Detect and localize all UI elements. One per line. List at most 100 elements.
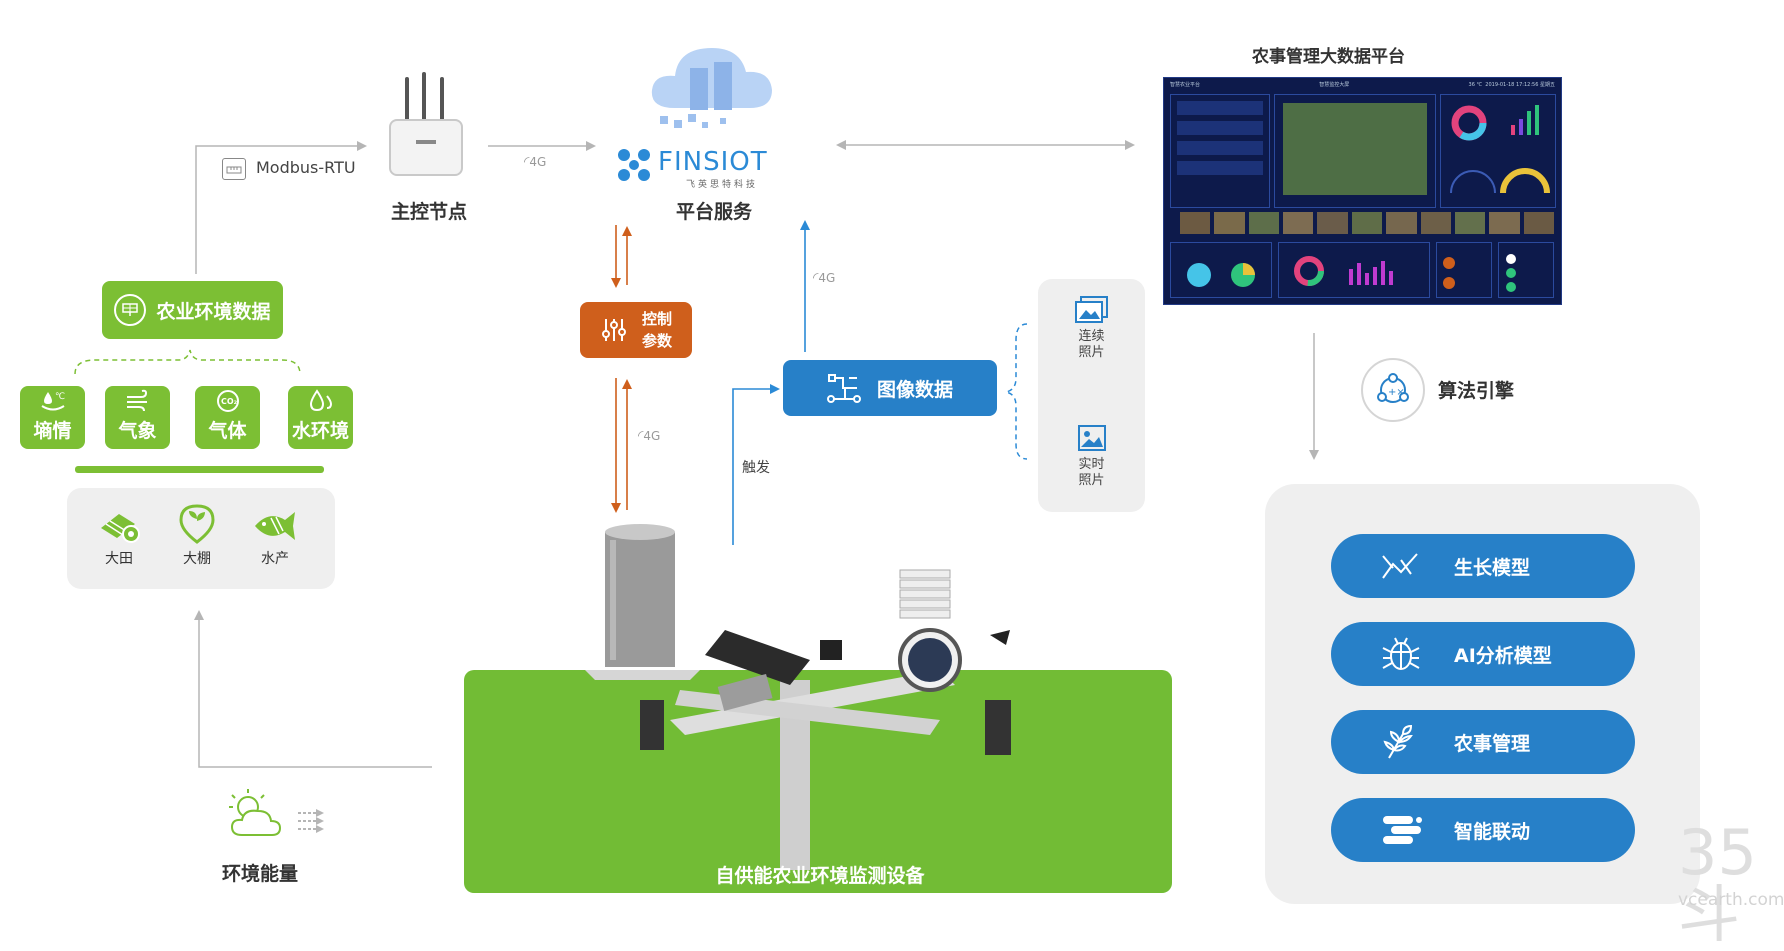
agri-data-title: 农业环境数据: [156, 300, 271, 323]
platform-label: 平台服务: [676, 201, 753, 223]
photo-realtime[interactable]: 实时照片: [1038, 423, 1145, 489]
trigger-label: 触发: [742, 460, 770, 476]
category-label: 气象: [118, 420, 157, 442]
arrow-agri-to-node: [195, 141, 367, 274]
leaf-sprout-icon: [1383, 724, 1413, 759]
svg-text:CO₂: CO₂: [221, 397, 238, 406]
modbus-port-icon: [222, 158, 246, 180]
photo-label: 照片: [1078, 345, 1105, 360]
model-linkage[interactable]: 智能联动: [1331, 798, 1635, 862]
device-label: 自供能农业环境监测设备: [715, 865, 925, 887]
signal-4g-top: ◜4G: [524, 154, 547, 170]
dashboard-screenshot: 智慧农业平台 智慧监控大屏 36 ℃ 2019-01-18 17:12:56 星…: [1163, 77, 1562, 305]
scene-label: 大田: [105, 551, 133, 567]
scene-greenhouse[interactable]: 大棚: [167, 504, 227, 568]
greenhouse-icon: [179, 504, 215, 544]
scenes-panel: 大田 大棚 水产: [67, 488, 335, 589]
models-panel: 生长模型 AI分析模型 农事管理 智能联动: [1265, 484, 1700, 904]
wind-icon: [105, 386, 170, 416]
linkage-icon: [1383, 816, 1422, 844]
photos-brace: [1005, 323, 1028, 460]
scene-label: 大棚: [183, 551, 211, 567]
modbus-label: Modbus-RTU: [256, 158, 356, 177]
signal-label: 4G: [529, 155, 547, 169]
agri-brace: [74, 349, 301, 375]
photo-continuous[interactable]: 连续照片: [1038, 295, 1145, 361]
trend-line-icon: [1382, 553, 1418, 579]
svg-text:℃: ℃: [55, 392, 65, 402]
model-farming[interactable]: 农事管理: [1331, 710, 1635, 774]
category-label: 水环境: [291, 420, 349, 442]
scene-field[interactable]: 大田: [89, 504, 149, 568]
solar-panel-icon: [114, 294, 147, 326]
control-params-button[interactable]: 控制 参数: [580, 302, 692, 358]
fish-icon: [255, 512, 295, 540]
gallery-icon: [1074, 296, 1108, 323]
category-label: 气体: [208, 420, 247, 442]
dash-header-right: 2019-01-18 17:12:56 星期五: [1485, 81, 1555, 88]
algo-label: 算法引擎: [1438, 380, 1515, 402]
bug-icon: [1382, 637, 1420, 670]
category-label: 墒情: [33, 420, 72, 442]
dash-bottom-panels: [1170, 242, 1554, 298]
signal-4g-image: ◜4G: [813, 270, 836, 286]
model-ai[interactable]: AI分析模型: [1331, 622, 1635, 686]
signal-4g-device: ◜4G: [638, 428, 661, 444]
category-weather[interactable]: 气象: [105, 386, 170, 449]
cloud-server-image: [640, 28, 785, 138]
algo-engine-icon: +×: [1361, 358, 1425, 422]
image-data-label: 图像数据: [876, 378, 953, 401]
soil-moisture-icon: ℃: [20, 386, 85, 416]
finsiot-logo: FINSIOT 飞英思特科技: [614, 145, 804, 190]
photo-label: 连续: [1078, 329, 1105, 344]
connector-layer: [74, 140, 1319, 768]
category-soil[interactable]: ℃ 墒情: [20, 386, 85, 449]
gateway-device-image: [378, 72, 478, 182]
watermark-logo: 35斗: [1678, 816, 1757, 951]
category-water[interactable]: 水环境: [288, 386, 353, 449]
bigdata-title: 农事管理大数据平台: [1252, 47, 1405, 67]
arrow-device-to-image: [732, 384, 780, 545]
dash-video-panel: [1274, 94, 1436, 208]
signal-label: 4G: [643, 429, 661, 443]
control-label-2: 参数: [641, 332, 672, 350]
dash-temp: 36 ℃: [1468, 81, 1483, 88]
dash-thumbnail-strip: [1180, 212, 1554, 234]
control-label-1: 控制: [641, 310, 672, 328]
brand-name-cn: 飞英思特科技: [686, 180, 759, 190]
co2-icon: CO₂: [195, 386, 260, 416]
image-data-button[interactable]: 图像数据: [783, 360, 997, 416]
dash-header-left: 智慧农业平台: [1170, 81, 1201, 88]
signal-label: 4G: [818, 271, 836, 285]
dash-header-center: 智慧监控大屏: [1319, 81, 1350, 88]
monitoring-device-image: [580, 520, 1040, 870]
scene-aquaculture[interactable]: 水产: [245, 504, 305, 568]
image-icon: [1077, 425, 1106, 451]
scene-label: 水产: [261, 551, 289, 567]
model-growth[interactable]: 生长模型: [1331, 534, 1635, 598]
agri-data-button[interactable]: 农业环境数据: [102, 281, 283, 339]
dash-right-panel: [1440, 94, 1556, 208]
sliders-icon: [601, 319, 626, 341]
finsiot-mark-icon: [618, 149, 650, 181]
water-drops-icon: [288, 386, 353, 416]
dash-left-panel: [1170, 94, 1270, 208]
category-divider: [75, 466, 324, 473]
arrow-energy-to-scenes: [194, 610, 432, 768]
watermark-url: vcearth.com: [1678, 890, 1784, 910]
data-flow-icon: [826, 374, 861, 403]
energy-label: 环境能量: [222, 863, 299, 885]
photos-panel: 连续照片 实时照片: [1038, 279, 1145, 512]
main-node-label: 主控节点: [391, 201, 468, 223]
model-label: 农事管理: [1454, 732, 1531, 755]
energy-group: 环境能量: [220, 787, 335, 885]
photo-label: 实时: [1078, 457, 1105, 472]
model-label: 智能联动: [1454, 820, 1531, 843]
field-icon: [101, 514, 140, 543]
svg-text:+×: +×: [1388, 387, 1405, 398]
category-gas[interactable]: CO₂ 气体: [195, 386, 260, 449]
brand-name: FINSIOT: [658, 147, 768, 177]
sun-cloud-icon: [229, 789, 324, 836]
photo-label: 照片: [1078, 473, 1105, 488]
model-label: 生长模型: [1454, 556, 1531, 579]
